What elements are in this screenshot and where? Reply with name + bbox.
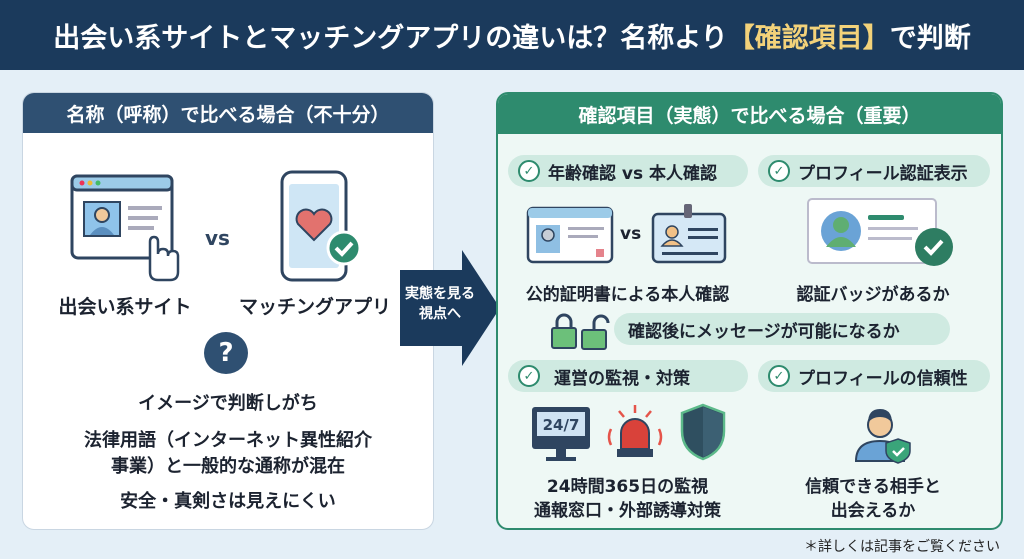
pill-age-vs-identity: ✓ 年齢確認 vs 本人確認 [508, 155, 748, 187]
left-header: 名称（呼称）で比べる場合（不十分） [23, 93, 433, 133]
dating-site-label: 出会い系サイト [58, 296, 192, 318]
trusted-person-icon [854, 409, 911, 464]
pill-profile-verification: ✓ プロフィール認証表示 [758, 155, 990, 187]
check-icon: ✓ [518, 160, 540, 182]
badge-label: 認証バッジがあるか [796, 285, 950, 305]
browser-website-icon [70, 174, 180, 282]
page-title: 出会い系サイトとマッチングアプリの違いは？名称より【確認項目】で判断 [0, 0, 1024, 70]
question-bubble-icon: ? [204, 332, 248, 374]
id-card-icon [526, 206, 614, 264]
pill-message-after-verification: 確認後にメッセージが可能になるか [614, 313, 950, 345]
monitoring-line-1: 24時間365日の監視 [546, 477, 709, 497]
title-suffix: で判断 [889, 22, 971, 54]
vs-label: vs [205, 226, 230, 250]
verified-profile-badge-icon [807, 198, 953, 266]
alarm-siren-icon [607, 405, 663, 457]
title-text: 出会い系サイトとマッチングアプリの違いは？名称より [53, 22, 728, 54]
pill-label: 年齢確認 vs 本人確認 [548, 163, 718, 184]
shield-icon [680, 403, 726, 461]
footnote: ＊詳しくは記事をご覧ください [804, 539, 1000, 555]
pill-label: プロフィール認証表示 [798, 163, 968, 184]
check-icon: ✓ [768, 160, 790, 182]
arrow-label: 実態を見る視点へ [405, 286, 475, 322]
id-label: 公的証明書による本人確認 [525, 285, 730, 305]
left-line-2: 法律用語（インターネット異性紹介 [84, 430, 372, 451]
pill-operations-monitoring: ✓ 運営の監視・対策 [508, 360, 748, 392]
lock-unlock-icon [551, 313, 610, 350]
title-highlight: 【確認項目】 [727, 22, 890, 54]
name-comparison-panel: 名称（呼称）で比べる場合（不十分） [22, 92, 434, 530]
arrow-right-icon [400, 250, 500, 366]
monitoring-line-2: 通報窓口・外部誘導対策 [534, 501, 721, 521]
monitor-24-7-icon: 24/7 [532, 407, 590, 461]
pill-label: プロフィールの信頼性 [798, 368, 968, 389]
pill-label: 運営の監視・対策 [554, 368, 690, 389]
pill-profile-trust: ✓ プロフィールの信頼性 [758, 360, 990, 392]
trust-line-2: 出会えるか [830, 501, 916, 521]
trust-line-1: 信頼できる相手と [805, 477, 941, 497]
check-icon: ✓ [768, 365, 790, 387]
monitor-text: 24/7 [543, 416, 580, 434]
left-line-3: 事業）と一般的な通称が混在 [111, 456, 345, 477]
left-line-1: イメージで判断しがち [138, 393, 318, 414]
left-line-4: 安全・真剣さは見えにくい [120, 491, 336, 512]
badge-id-icon [651, 204, 727, 264]
pill-label: 確認後にメッセージが可能になるか [628, 321, 900, 342]
right-header: 確認項目（実態）で比べる場合（重要） [498, 94, 1001, 134]
matching-app-label: マッチングアプリ [238, 296, 391, 318]
smartphone-app-icon [280, 170, 362, 282]
id-vs-label: vs [620, 224, 642, 244]
check-icon: ✓ [518, 365, 540, 387]
